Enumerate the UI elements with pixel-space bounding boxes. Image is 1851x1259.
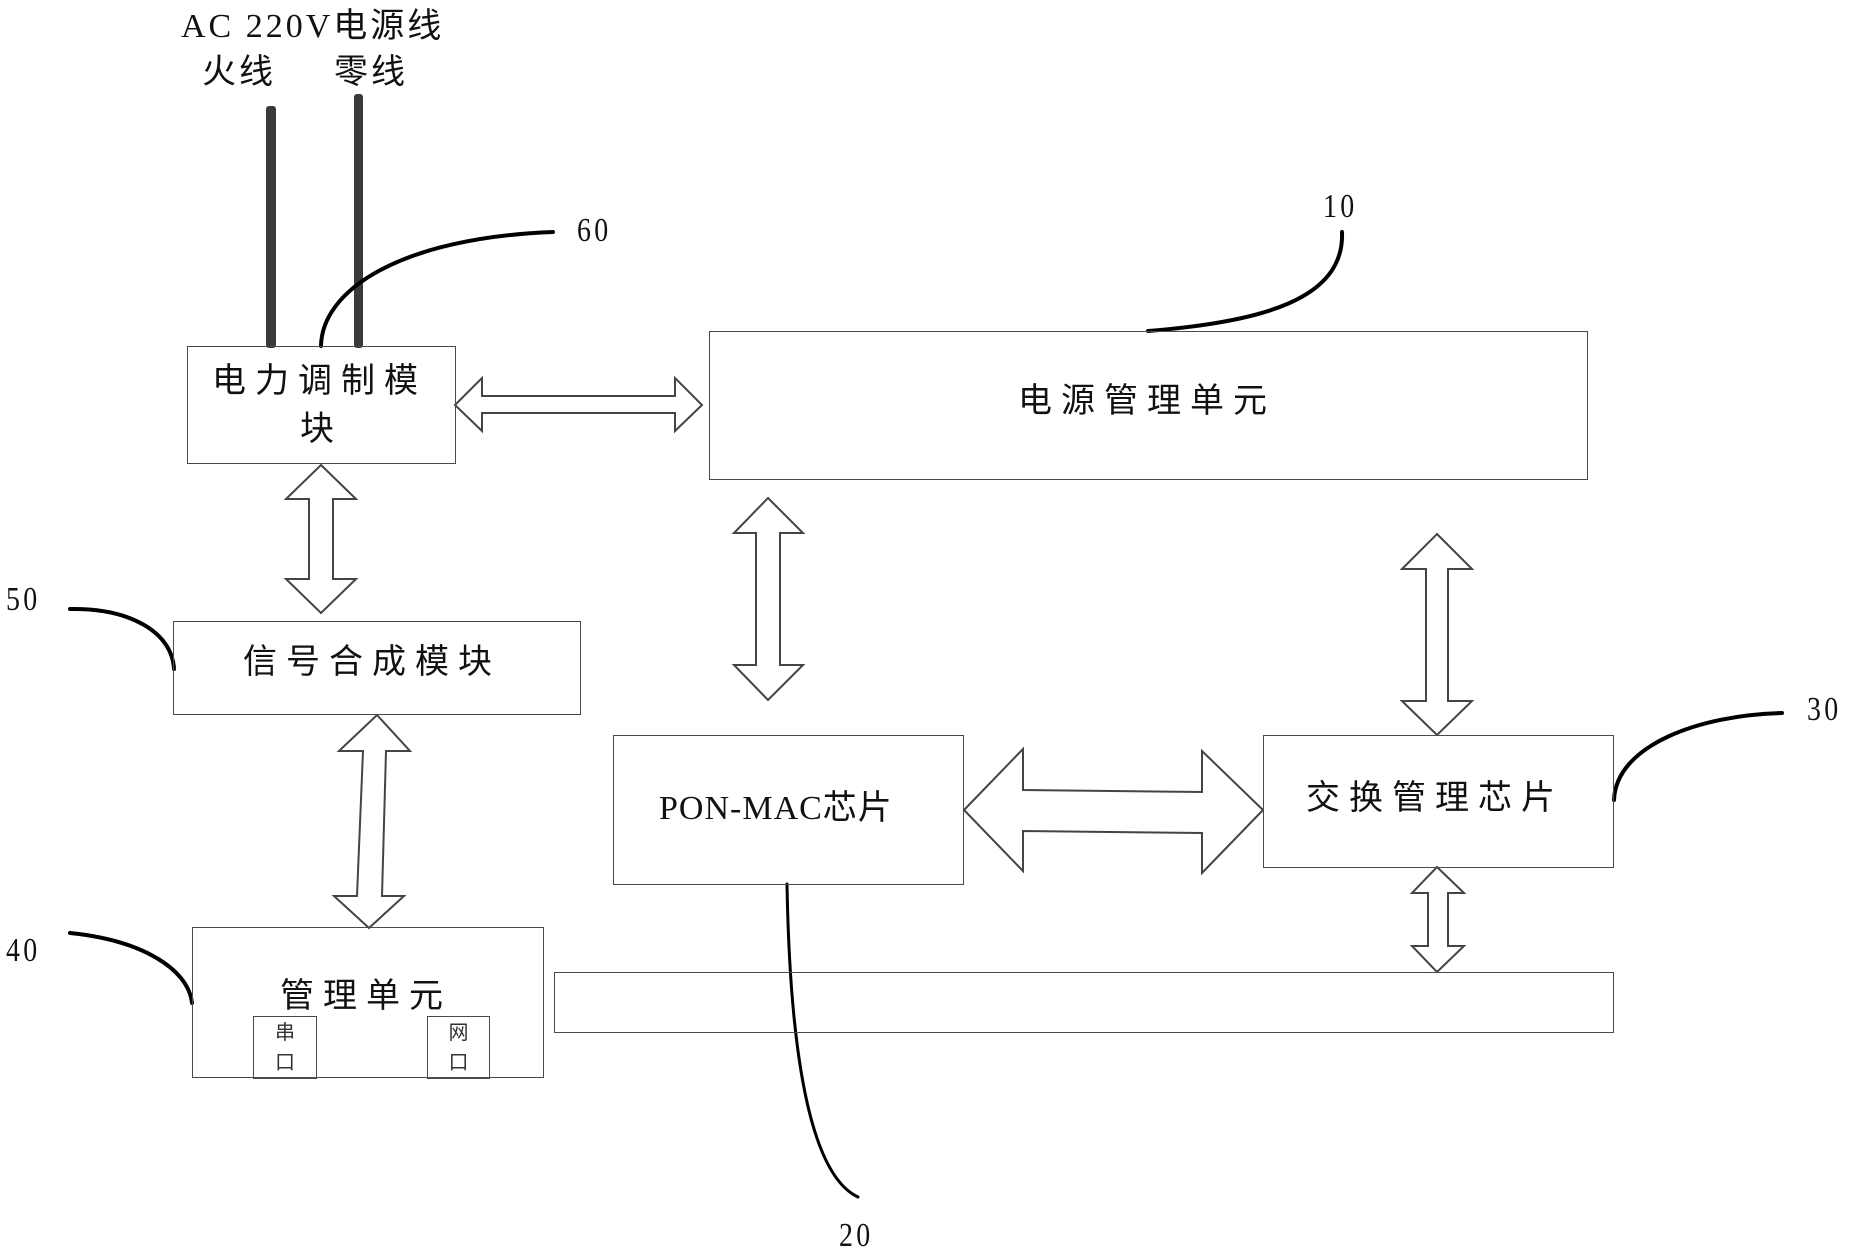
network-port-label-line1: 网 — [448, 1020, 469, 1044]
network-port: 网 口 — [427, 1016, 490, 1079]
switch-chip-label: 交换管理芯片 — [1306, 778, 1564, 818]
power-modulation-label-line2: 块 — [300, 409, 343, 449]
arrow-switch-bus — [1409, 865, 1467, 974]
ref-label-40: 40 — [6, 932, 41, 969]
switch-management-chip: 交换管理芯片 — [1263, 735, 1614, 868]
arrow-powermgmt-switch — [1399, 532, 1475, 737]
leader-20 — [785, 882, 860, 1199]
pon-mac-label: PON-MAC芯片 — [659, 790, 893, 827]
serial-port: 串 口 — [253, 1016, 317, 1079]
power-modulation-module: 电力调制模 块 — [187, 346, 456, 464]
live-wire — [266, 106, 276, 348]
arrow-powermod-powermgmt — [453, 375, 704, 434]
bus-bar — [554, 972, 1614, 1033]
management-unit: 管理单元 串 口 网 口 — [192, 927, 544, 1079]
pon-mac-chip: PON-MAC芯片 — [613, 735, 964, 885]
leader-30 — [1612, 711, 1784, 802]
ref-label-10: 10 — [1323, 188, 1358, 225]
signal-synthesis-module: 信号合成模块 — [173, 621, 581, 715]
power-management-unit: 电源管理单元 — [709, 331, 1588, 480]
neutral-wire — [354, 94, 363, 348]
serial-port-label-line2: 口 — [275, 1050, 295, 1074]
arrow-powermod-signal — [283, 463, 359, 615]
live-wire-label: 火线 — [202, 54, 276, 91]
network-port-label-line2: 口 — [448, 1050, 469, 1074]
arrow-pon-switch — [962, 746, 1265, 876]
arrow-signal-mgmt — [331, 713, 413, 930]
neutral-wire-label: 零线 — [334, 54, 408, 91]
ref-label-50: 50 — [6, 581, 41, 618]
leader-60 — [319, 230, 555, 348]
arrow-powermgmt-pon — [731, 496, 806, 702]
signal-synthesis-label: 信号合成模块 — [243, 642, 501, 682]
leader-50 — [68, 606, 176, 671]
serial-port-label-line1: 串 — [275, 1020, 295, 1044]
leader-10 — [1146, 230, 1345, 333]
ref-label-30: 30 — [1807, 691, 1842, 728]
power-modulation-label-line1: 电力调制模 — [212, 361, 427, 401]
power-input-title: AC 220V电源线 — [181, 8, 445, 45]
management-unit-label: 管理单元 — [280, 976, 452, 1016]
power-management-label: 电源管理单元 — [1018, 381, 1276, 421]
ref-label-60: 60 — [577, 212, 612, 249]
ref-label-20: 20 — [839, 1217, 874, 1254]
leader-40 — [68, 931, 194, 1005]
